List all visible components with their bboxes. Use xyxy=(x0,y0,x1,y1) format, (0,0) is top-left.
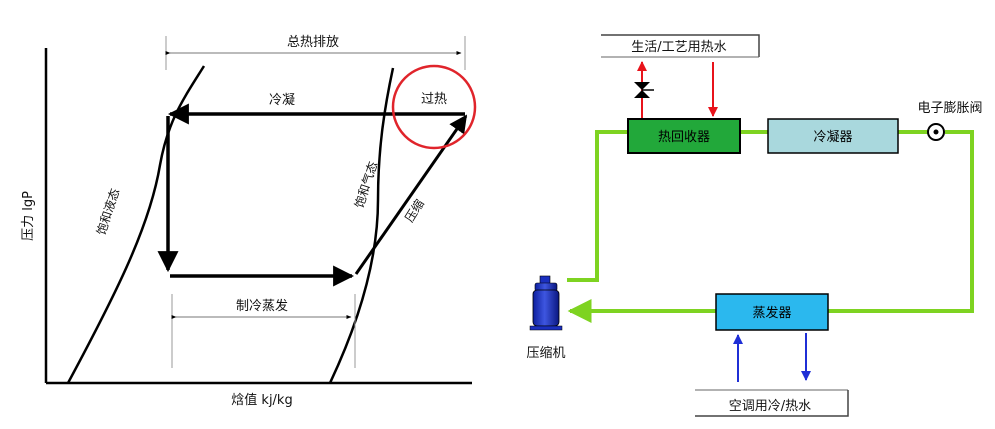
condenser-box xyxy=(767,118,899,154)
condenser-label: 冷凝器 xyxy=(813,129,852,145)
y-axis-label: 压力 lgP xyxy=(21,191,36,241)
x-axis-label: 焓值 kj/kg xyxy=(231,392,292,408)
evaporator-box xyxy=(715,293,829,331)
compressor-label: 压缩机 xyxy=(526,345,565,361)
ac-water-footer-bracket xyxy=(695,390,849,417)
saturated-vapor-curve xyxy=(328,67,395,384)
heat-recovery-label: 热回收器 xyxy=(658,130,710,145)
ph-diagram: 总热排放 饱和液态 饱和气态 制冷蒸发 冷凝 压缩 过热 压力 lgP 焓值 k… xyxy=(21,35,477,408)
ac-water-label: 空调用冷/热水 xyxy=(729,399,811,414)
heat-recovery-box xyxy=(627,118,741,154)
superheat-label: 过热 xyxy=(421,92,447,107)
hot-water-supply-label: 生活/工艺用热水 xyxy=(631,40,726,55)
compressor-icon xyxy=(529,275,563,331)
hot-water-header-bracket xyxy=(601,34,760,57)
system-schematic: 生活/工艺用热水 热回收器 冷凝器 电子膨胀阀 蒸发器 空调用冷/热水 xyxy=(526,34,983,417)
line-compressor-to-heat-recovery xyxy=(567,130,628,282)
saturated-liquid-label: 饱和液态 xyxy=(93,186,122,236)
saturated-vapor-label: 饱和气态 xyxy=(351,159,380,209)
condensing-label: 冷凝 xyxy=(269,92,295,108)
expansion-valve-center xyxy=(933,129,939,135)
superheat-highlight-circle xyxy=(391,64,477,150)
compression-arrow xyxy=(354,114,468,275)
evaporation-label: 制冷蒸发 xyxy=(236,298,288,314)
total-heat-label: 总热排放 xyxy=(287,35,339,50)
line-valve-to-evaporator xyxy=(828,130,974,313)
saturated-liquid-curve xyxy=(66,65,206,384)
evaporator-label: 蒸发器 xyxy=(752,305,791,321)
expansion-valve-label: 电子膨胀阀 xyxy=(917,101,982,116)
